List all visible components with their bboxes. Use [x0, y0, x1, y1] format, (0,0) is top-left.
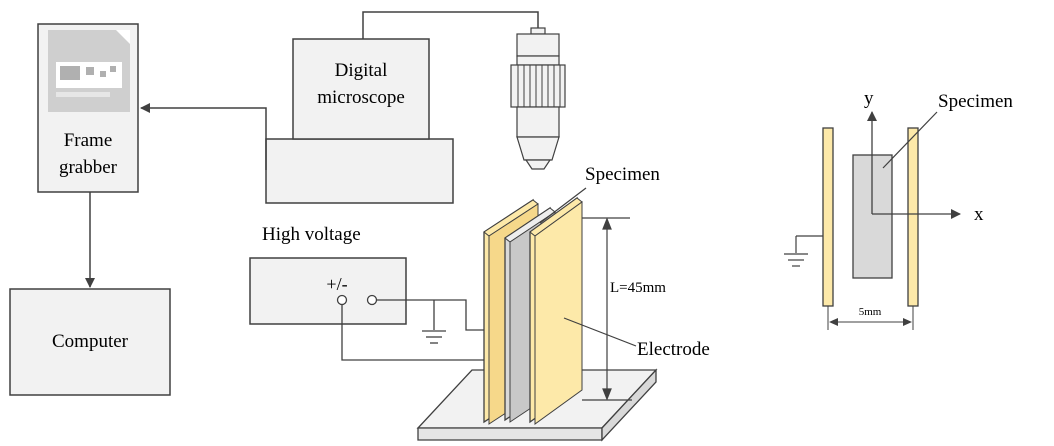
camera-lens-icon — [510, 27, 566, 170]
terminal-right — [366, 294, 378, 306]
microscope-stage — [265, 138, 454, 204]
detail-electrode-left — [822, 127, 834, 307]
detail-specimen-label: Specimen — [938, 91, 1013, 112]
electrode-leader — [563, 317, 637, 347]
x-axis-label: x — [974, 204, 984, 225]
microscope-body — [292, 38, 430, 140]
frame-grabber-label-line1: Frame — [64, 130, 113, 151]
polarity-label: +/- — [326, 274, 347, 294]
microscope-label-line1: Digital — [335, 60, 388, 81]
ground-icon — [784, 253, 808, 267]
terminal-left — [336, 294, 348, 306]
digital-microscope: Digital microscope — [265, 38, 454, 204]
computer-label: Computer — [52, 331, 129, 352]
electrode-label: Electrode — [637, 339, 710, 360]
computer: Computer — [9, 288, 171, 396]
frame-grabber-label-line2: grabber — [59, 157, 118, 178]
microscope-cable — [362, 11, 539, 39]
electrode-right — [529, 196, 583, 425]
gap-label: 5mm — [859, 306, 882, 318]
detail-view: y x Specimen 5mm — [784, 88, 1013, 330]
arrow-to-frame-grabber — [140, 103, 267, 170]
high-voltage-box — [249, 257, 407, 325]
microscope-label-line2: microscope — [317, 87, 405, 108]
high-voltage-label: High voltage — [262, 224, 361, 245]
pci-card-icon — [48, 30, 130, 112]
specimen-leader — [539, 187, 587, 224]
specimen-label: Specimen — [585, 164, 660, 185]
detail-electrode-right — [907, 127, 919, 307]
frame-grabber: Frame grabber — [37, 23, 139, 193]
high-voltage-supply: +/- — [249, 257, 407, 325]
computer-box — [9, 288, 171, 396]
length-label: L=45mm — [610, 280, 666, 296]
wire-to-left-electrode — [377, 299, 495, 331]
ground-icon — [422, 330, 446, 344]
length-dimension — [582, 217, 632, 401]
detail-specimen-leader — [882, 111, 938, 169]
y-axis-label: y — [864, 88, 874, 109]
